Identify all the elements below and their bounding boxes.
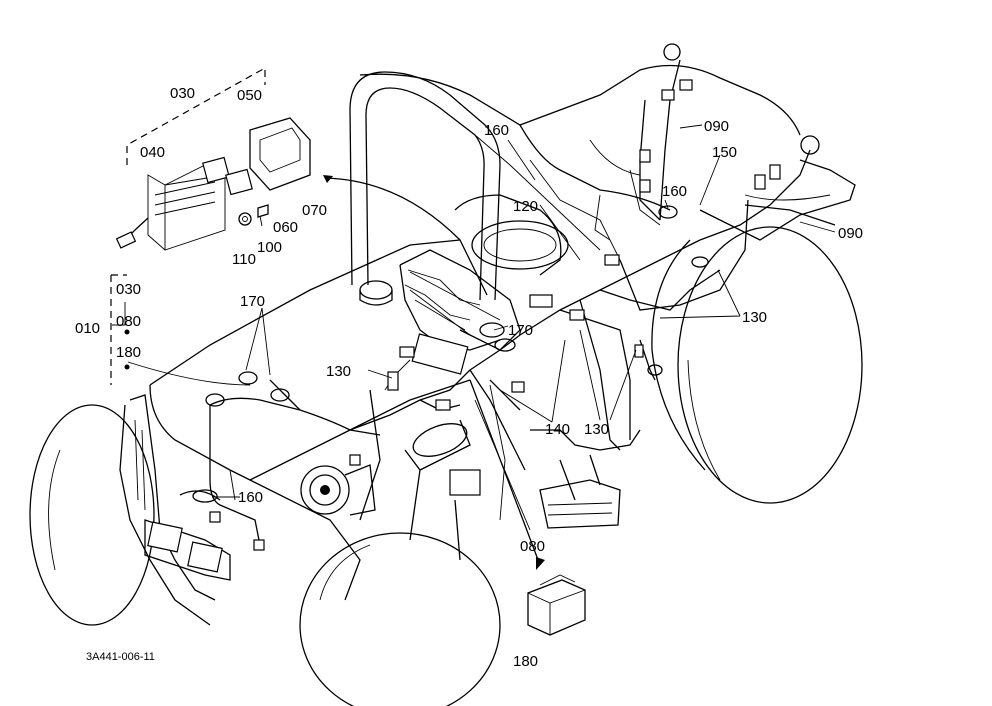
callout-160-mid: 160 (662, 183, 687, 200)
front-wheel-left (29, 404, 155, 626)
callout-140: 140 (545, 421, 570, 438)
rear-wheel-right (651, 226, 863, 504)
dash-steering (399, 220, 569, 351)
callout-120: 120 (513, 198, 538, 215)
callout-050: 050 (237, 87, 262, 104)
callout-070: 070 (302, 202, 327, 219)
callout-030-top: 030 (170, 85, 195, 102)
engine (300, 264, 506, 561)
callout-030-left: 030 (116, 281, 141, 298)
callout-060: 060 (273, 219, 298, 236)
front-wheel-right (299, 532, 501, 706)
callout-010: 010 (75, 320, 100, 337)
callout-labels: 030 050 040 070 060 100 110 030 080 010 … (75, 85, 863, 670)
callout-130-mid: 130 (584, 421, 609, 438)
harness-clamps (192, 43, 820, 551)
callout-080-left: 080 (116, 313, 141, 330)
callout-040: 040 (140, 144, 165, 161)
callout-090-top: 090 (704, 118, 729, 135)
callout-130-right: 130 (742, 309, 767, 326)
relay-180 (527, 574, 586, 636)
hood (149, 239, 471, 501)
callout-150: 150 (712, 144, 737, 161)
callout-080-bottom: 080 (520, 538, 545, 555)
callout-130-left: 130 (326, 363, 351, 380)
callout-090-right: 090 (838, 225, 863, 242)
callout-160-grille: 160 (238, 489, 263, 506)
callout-110: 110 (232, 251, 256, 268)
drawing-code: 3A441-006-11 (86, 651, 155, 663)
callout-160-top: 160 (484, 122, 509, 139)
operator-platform (359, 64, 856, 529)
group-bracket-010 (110, 274, 130, 385)
leader-lines (112, 124, 836, 570)
grille-front (119, 394, 361, 626)
callout-170-dash: 170 (508, 322, 533, 339)
callout-100: 100 (257, 239, 282, 256)
callout-180-bottom: 180 (513, 653, 538, 670)
callout-180-left: 180 (116, 344, 141, 361)
callout-170-hood: 170 (240, 293, 265, 310)
relay-box-assembly (115, 66, 488, 296)
